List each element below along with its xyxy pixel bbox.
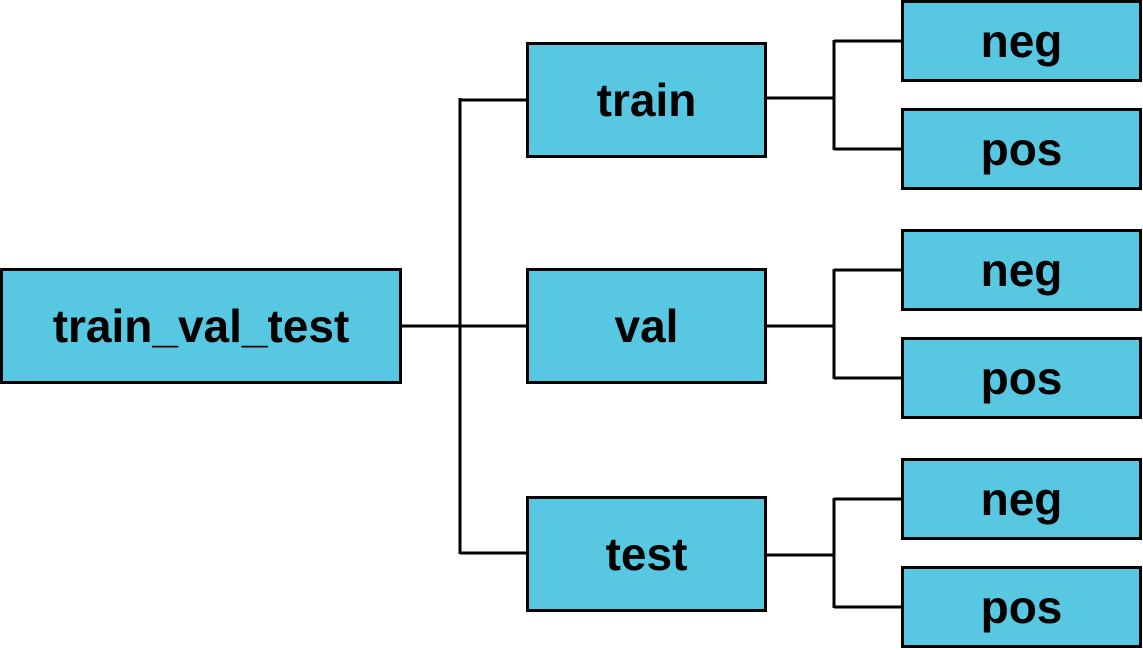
leaf-node-test-neg: neg bbox=[901, 458, 1142, 540]
leaf-node-val-neg: neg bbox=[901, 229, 1142, 311]
split-node-train: train bbox=[526, 42, 767, 158]
root-node-label: train_val_test bbox=[52, 300, 350, 352]
leaf-node-label: pos bbox=[980, 123, 1063, 175]
split-node-label: val bbox=[614, 300, 679, 352]
split-node-label: test bbox=[605, 528, 688, 580]
split-node-test: test bbox=[526, 496, 767, 612]
leaf-node-label: neg bbox=[980, 244, 1063, 296]
split-node-label: train bbox=[596, 74, 697, 126]
leaf-node-test-pos: pos bbox=[901, 566, 1142, 648]
root-node: train_val_test bbox=[0, 268, 402, 384]
leaf-node-val-pos: pos bbox=[901, 337, 1142, 419]
leaf-node-label: pos bbox=[980, 581, 1063, 633]
leaf-node-train-neg: neg bbox=[901, 0, 1142, 82]
leaf-node-train-pos: pos bbox=[901, 108, 1142, 190]
leaf-node-label: neg bbox=[980, 473, 1063, 525]
leaf-node-label: neg bbox=[980, 15, 1063, 67]
split-node-val: val bbox=[526, 268, 767, 384]
leaf-node-label: pos bbox=[980, 352, 1063, 404]
